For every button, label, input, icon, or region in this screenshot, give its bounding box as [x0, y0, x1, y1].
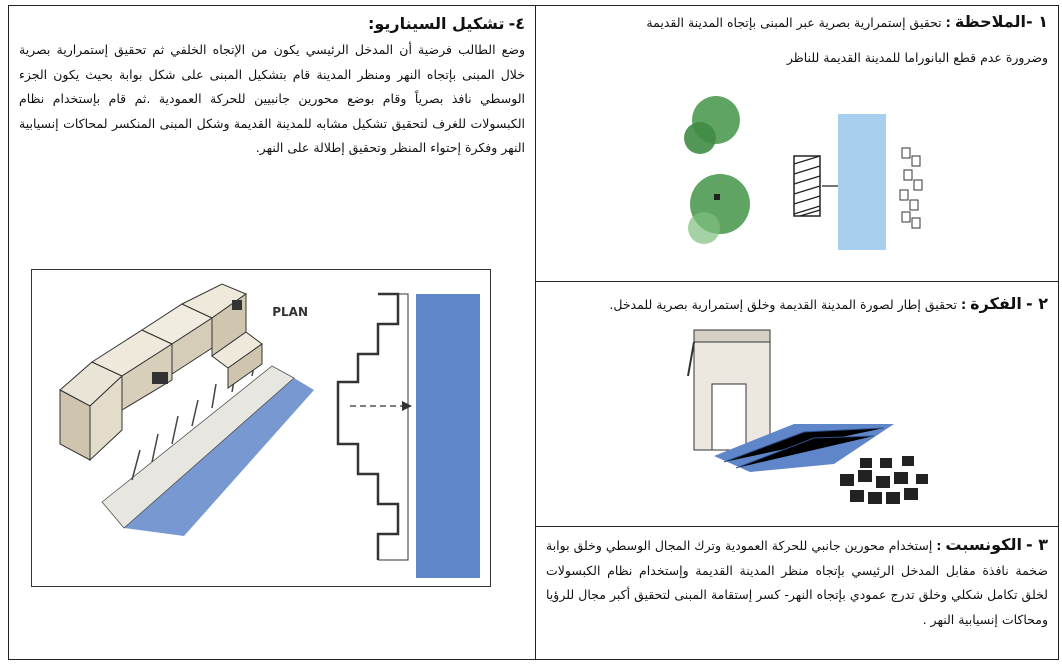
observation-text-line1: تحقيق إستمرارية بصرية عبر المبنى بإتجاه …	[646, 15, 942, 30]
observation-number: ١ -	[1026, 12, 1048, 31]
observation-sketch	[684, 96, 923, 250]
concept-title: الكونسبت	[945, 535, 1022, 554]
observation-panel: ١ -الملاحظة:تحقيق إستمرارية بصرية عبر ال…	[535, 5, 1059, 282]
idea-panel: ٢ - الفكرة:تحقيق إطار لصورة المدينة القد…	[535, 281, 1059, 527]
idea-number: ٢ -	[1026, 294, 1048, 313]
scenario-number: ٤-	[508, 14, 525, 33]
idea-colon: :	[960, 298, 967, 313]
scenario-sketch: PLAN	[59, 283, 480, 578]
observation-colon: :	[945, 16, 951, 31]
concept-panel: ٣ - الكونسبت:إستخدام محورين جانبي للحركة…	[535, 526, 1059, 660]
concept-number: ٣ -	[1025, 535, 1048, 554]
observation-heading: ١ -الملاحظة:تحقيق إستمرارية بصرية عبر ال…	[546, 12, 1048, 34]
idea-sketch	[687, 329, 928, 504]
scenario-body: وضع الطالب فرضية أن المدخل الرئيسي يكون …	[19, 42, 525, 155]
scenario-panel: ٤- تشكيل السيناريو: وضع الطالب فرضية أن …	[8, 5, 536, 660]
scenario-title: تشكيل السيناريو:	[367, 14, 505, 33]
concept-body: إستخدام محورين جانبي للحركة العمودية وتر…	[546, 538, 1048, 627]
scenario-heading: ٤- تشكيل السيناريو:	[19, 14, 525, 36]
scenario-sketch-frame: PLAN	[31, 269, 491, 587]
concept-text-block: ٣ - الكونسبت:إستخدام محورين جانبي للحركة…	[546, 533, 1048, 632]
concept-colon: :	[936, 538, 942, 553]
observation-title: الملاحظة	[954, 12, 1027, 31]
idea-text: تحقيق إطار لصورة المدينة القديمة وخلق إس…	[609, 297, 957, 312]
observation-text-line2: وضرورة عدم قطع البانوراما للمدينة القديم…	[786, 50, 1048, 65]
observation-line2-wrap: وضرورة عدم قطع البانوراما للمدينة القديم…	[546, 48, 1048, 69]
plan-label: PLAN	[272, 305, 308, 319]
idea-title: الفكرة	[970, 294, 1022, 313]
idea-heading: ٢ - الفكرة:تحقيق إطار لصورة المدينة القد…	[546, 294, 1048, 316]
